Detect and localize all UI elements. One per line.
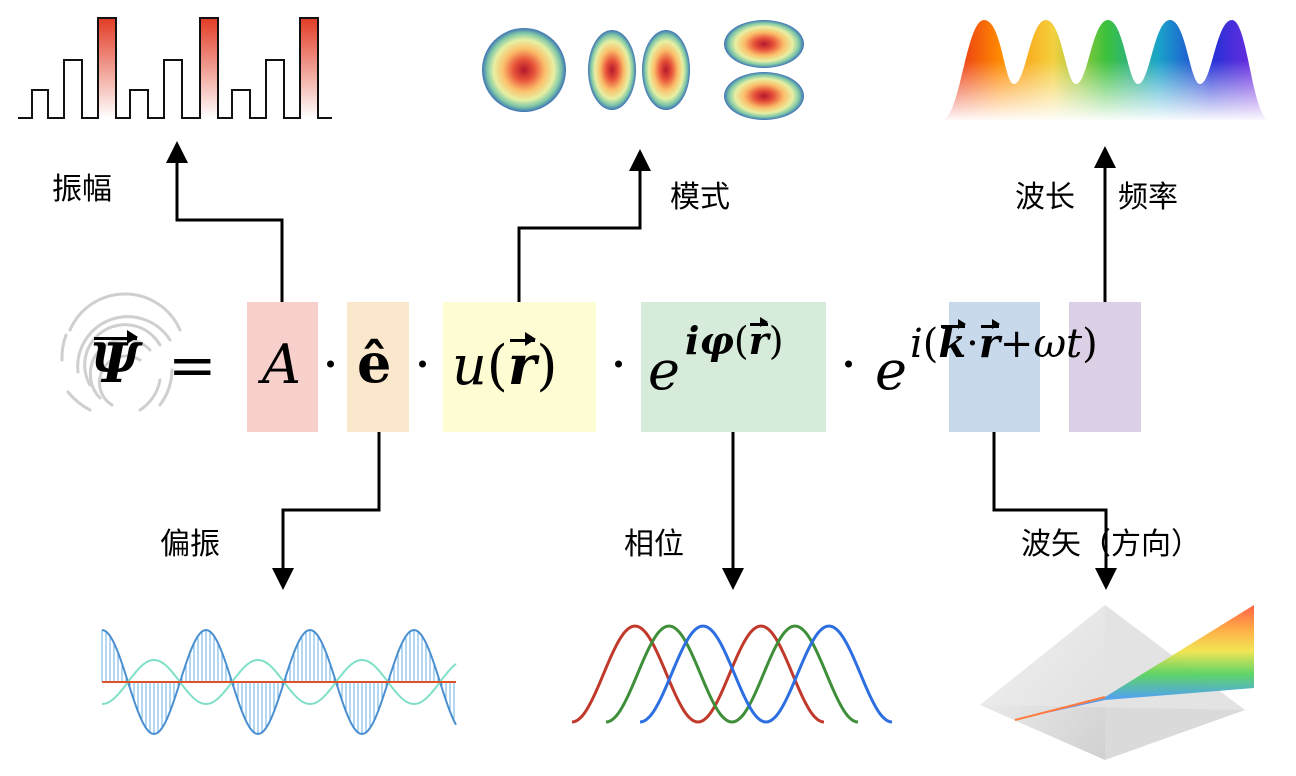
arrowhead-frequency: [1094, 146, 1116, 168]
label-mode: 模式: [670, 180, 730, 215]
label-wavelength: 波长: [1015, 180, 1075, 215]
arrowhead-phase: [722, 568, 744, 590]
eq-wave-exp: i(k·r+ωt): [910, 319, 1098, 367]
eq-dot-3: ·: [610, 333, 628, 396]
eq-psi: Ψ: [90, 329, 140, 395]
eq-amplitude: A: [262, 333, 301, 396]
eq-dot-4: ·: [840, 333, 858, 396]
eq-polarization: ê: [357, 331, 392, 395]
frequency-box: [1069, 302, 1141, 432]
phase-box: [641, 302, 826, 432]
eq-phase-e: e: [648, 339, 680, 402]
eq-psi-vector: Ψ: [90, 329, 140, 395]
amplitude-box: [247, 302, 318, 432]
arrowhead-polarization: [272, 568, 294, 590]
label-wavevector: 波矢（方向）: [1021, 527, 1201, 562]
phase-sine-icon: [571, 624, 893, 724]
connector-polarization: [281, 432, 381, 570]
arrowhead-wavevector: [1095, 568, 1117, 590]
connector-mode: [517, 168, 642, 302]
connector-wavevector: [992, 432, 1108, 570]
connector-amplitude: [175, 160, 284, 302]
bar-spectrum-icon: [18, 17, 332, 119]
label-frequency: 频率: [1118, 180, 1178, 215]
eq-dot-1: ·: [322, 333, 340, 396]
eq-phase-exp: iφ(r): [685, 317, 784, 363]
label-polarization: 偏振: [160, 527, 220, 562]
prism-icon: [980, 605, 1254, 760]
eq-wave-e: e: [875, 339, 907, 402]
label-amplitude: 振幅: [52, 172, 112, 207]
arrowhead-amplitude: [166, 141, 188, 163]
eq-mode: u(r): [452, 331, 558, 397]
eq-dot-2: ·: [414, 333, 432, 396]
rainbow-spectrum-icon: [942, 20, 1270, 122]
eq-k-vector: k: [938, 319, 967, 367]
arrowhead-mode: [629, 149, 651, 171]
label-phase: 相位: [624, 527, 684, 562]
polarized-wave-icon: [101, 628, 457, 736]
eq-equals: =: [168, 331, 217, 399]
mode-pattern-icon: [482, 20, 804, 120]
mode-box: [443, 302, 596, 432]
eq-r-vector: r: [507, 331, 537, 397]
polarization-box: [347, 302, 409, 432]
